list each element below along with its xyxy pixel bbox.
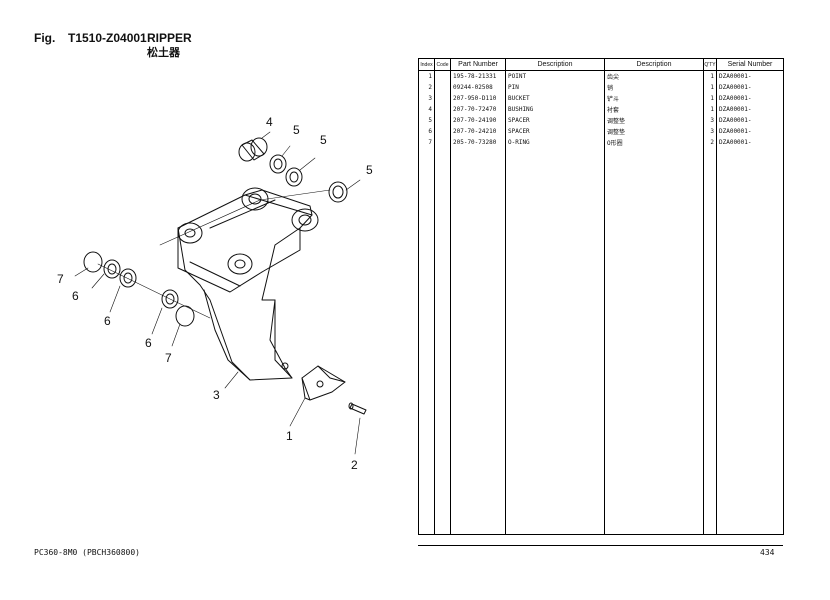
cell-description-cn: 铲斗 — [604, 93, 704, 104]
table-header-row: Index Code Part Number Description Descr… — [418, 58, 784, 71]
cell-description-en: SPACER — [505, 115, 605, 126]
callout-5: 5 — [293, 123, 300, 137]
cell-description-en: SPACER — [505, 126, 605, 137]
cell-description-cn: 调整垫 — [604, 126, 704, 137]
right-spacers-drawing — [269, 154, 348, 203]
callout-7: 7 — [57, 272, 64, 286]
cell-part-number: 205-70-73280 — [450, 137, 506, 148]
footer-model: PC360-8M0 (PBCH360800) — [34, 548, 140, 557]
column-header-description-en: Description — [505, 58, 605, 71]
leader-lines — [74, 131, 361, 455]
table-row: 2 09244-02508 PIN 销 1 DZA00001- — [418, 82, 784, 93]
callout-5: 5 — [320, 133, 327, 147]
cell-part-number: 09244-02508 — [450, 82, 506, 93]
cell-qty: 1 — [703, 93, 717, 104]
cell-part-number: 207-70-24190 — [450, 115, 506, 126]
cell-serial: DZA00001- — [716, 70, 784, 82]
cell-index: 4 — [418, 104, 435, 115]
table-row: 6 207-70-24210 SPACER 调整垫 3 DZA00001- — [418, 126, 784, 137]
cell-index: 3 — [418, 93, 435, 104]
cell-description-en: O-RING — [505, 137, 605, 148]
cell-serial: DZA00001- — [716, 115, 784, 126]
pin-drawing — [348, 402, 367, 415]
parts-list: Index Code Part Number Description Descr… — [418, 58, 784, 535]
cell-code — [434, 82, 451, 93]
cell-description-en: BUCKET — [505, 93, 605, 104]
cell-description-en: BUSHING — [505, 104, 605, 115]
cell-part-number: 207-70-72470 — [450, 104, 506, 115]
cell-code — [434, 137, 451, 148]
cell-index: 6 — [418, 126, 435, 137]
column-header-part-number: Part Number — [450, 58, 506, 71]
cell-description-en: PIN — [505, 82, 605, 93]
column-header-index: Index — [418, 58, 435, 71]
table-row: 7 205-70-73280 O-RING O形圈 2 DZA00001- — [418, 137, 784, 148]
table-row: 3 207-950-D110 BUCKET 铲斗 1 DZA00001- — [418, 93, 784, 104]
fig-label: Fig. — [34, 31, 56, 45]
table-empty-space — [418, 148, 784, 535]
page-number: 434 — [760, 548, 775, 557]
cell-serial: DZA00001- — [716, 82, 784, 93]
callout-4: 4 — [266, 115, 273, 129]
cell-qty: 1 — [703, 82, 717, 93]
callout-6: 6 — [72, 289, 79, 303]
column-header-qty: Q'TY — [703, 58, 717, 71]
figure-code: T1510-Z04001 — [68, 31, 147, 45]
callout-1: 1 — [286, 429, 293, 443]
cell-code — [434, 104, 451, 115]
table-row: 5 207-70-24190 SPACER 调整垫 3 DZA00001- — [418, 115, 784, 126]
parts-table: Index Code Part Number Description Descr… — [418, 58, 784, 535]
cell-description-cn: 衬套 — [604, 104, 704, 115]
cell-index: 7 — [418, 137, 435, 148]
cell-description-en: POINT — [505, 70, 605, 82]
table-row: 4 207-70-72470 BUSHING 衬套 1 DZA00001- — [418, 104, 784, 115]
callout-2: 2 — [351, 458, 358, 472]
callout-5: 5 — [366, 163, 373, 177]
cell-qty: 2 — [703, 137, 717, 148]
cell-qty: 1 — [703, 70, 717, 82]
cell-serial: DZA00001- — [716, 93, 784, 104]
cell-qty: 3 — [703, 115, 717, 126]
table-row: 1 195-78-21331 POINT 齿尖 1 DZA00001- — [418, 70, 784, 82]
ripper-exploded-diagram: 4 5 5 5 7 6 6 6 7 3 1 2 — [57, 115, 373, 472]
cell-index: 1 — [418, 70, 435, 82]
figure-title-chinese: 松土器 — [147, 47, 180, 59]
callout-6: 6 — [145, 336, 152, 350]
cell-code — [434, 115, 451, 126]
cell-qty: 1 — [703, 104, 717, 115]
cell-description-cn: 齿尖 — [604, 70, 704, 82]
left-spacers-drawing — [83, 251, 195, 327]
callout-7: 7 — [165, 351, 172, 365]
column-header-serial: Serial Number — [716, 58, 784, 71]
cell-part-number: 207-950-D110 — [450, 93, 506, 104]
cell-serial: DZA00001- — [716, 126, 784, 137]
cell-serial: DZA00001- — [716, 137, 784, 148]
column-header-description-cn: Description — [604, 58, 704, 71]
cell-part-number: 195-78-21331 — [450, 70, 506, 82]
tooth-point-drawing — [301, 365, 346, 401]
cell-part-number: 207-70-24210 — [450, 126, 506, 137]
cell-index: 5 — [418, 115, 435, 126]
ripper-shank-drawing — [177, 187, 319, 381]
figure-title: RIPPER — [147, 31, 192, 45]
cell-code — [434, 93, 451, 104]
cell-qty: 3 — [703, 126, 717, 137]
column-header-code: Code — [434, 58, 451, 71]
bottom-rule — [418, 545, 783, 546]
bushing-drawing — [238, 137, 268, 162]
cell-description-cn: 销 — [604, 82, 704, 93]
callout-6: 6 — [104, 314, 111, 328]
cell-serial: DZA00001- — [716, 104, 784, 115]
cell-code — [434, 126, 451, 137]
callout-3: 3 — [213, 388, 220, 402]
cell-description-cn: O形圈 — [604, 137, 704, 148]
cell-index: 2 — [418, 82, 435, 93]
cell-description-cn: 调整垫 — [604, 115, 704, 126]
cell-code — [434, 70, 451, 82]
